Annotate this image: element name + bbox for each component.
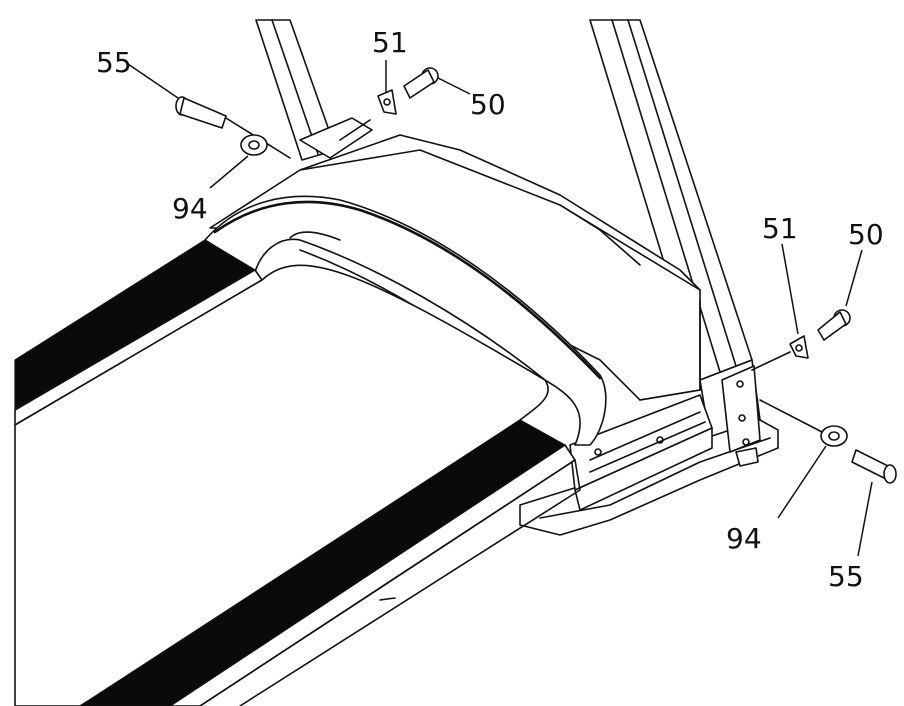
- label-washer-94-left: 94: [172, 192, 208, 225]
- right-hardware: [721, 309, 897, 484]
- bolt-55-right: [851, 449, 897, 484]
- label-washer-94-right: 94: [726, 522, 762, 555]
- running-deck: [14, 239, 581, 706]
- clip-51-right: [751, 335, 809, 371]
- leader-lines: [127, 60, 873, 557]
- label-bolt-55-right: 55: [828, 560, 864, 593]
- bolt-55-left: [175, 96, 291, 159]
- label-clip-51-right: 51: [762, 212, 798, 245]
- part-labels: 55 94 51 50 51 50 94 55: [96, 26, 884, 593]
- screw-50-left: [403, 67, 439, 99]
- washer-94-right: [759, 399, 848, 447]
- left-upright: [255, 19, 373, 161]
- front-frame-arch: [204, 195, 607, 446]
- mounting-bracket: [721, 365, 761, 453]
- label-bolt-55-left: 55: [96, 46, 132, 79]
- left-hardware: [175, 67, 439, 159]
- screw-50-right: [817, 309, 851, 341]
- clip-51-left: [339, 89, 397, 141]
- label-clip-51-left: 51: [372, 26, 408, 59]
- washer-94-left: [240, 134, 268, 156]
- label-screw-50-right: 50: [848, 218, 884, 251]
- side-rail: [569, 394, 713, 511]
- label-screw-50-left: 50: [470, 88, 506, 121]
